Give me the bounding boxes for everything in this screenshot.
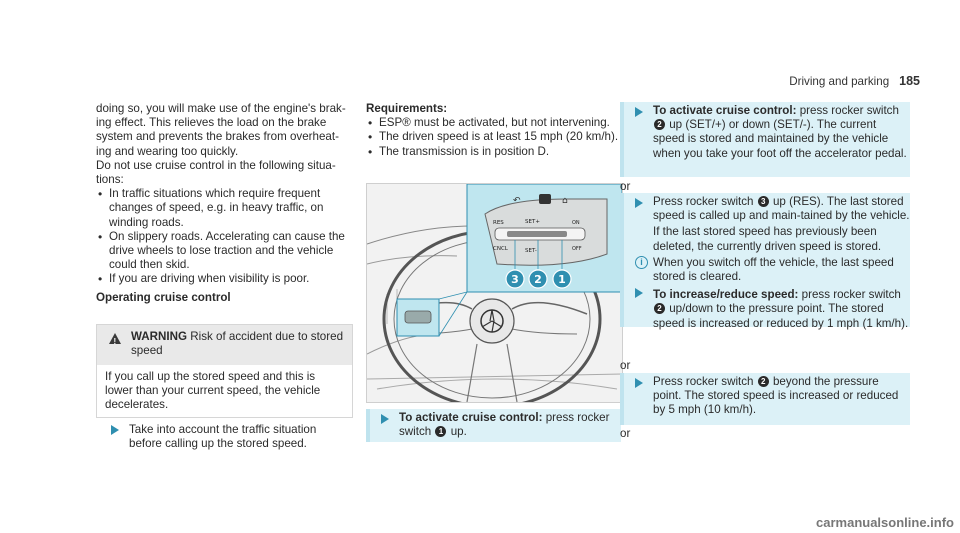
- or-separator: or: [620, 427, 631, 440]
- set-plus-label: SET+: [525, 219, 540, 225]
- situations-list: In traffic situations which require freq…: [96, 187, 352, 287]
- or-separator: or: [620, 359, 631, 372]
- warning-label: WARNING: [131, 330, 188, 343]
- paragraph-do-not-use: Do not use cruise control in the followi…: [96, 158, 336, 187]
- warning-header: ! WARNING Risk of accident due to stored…: [97, 325, 352, 365]
- section-title: Driving and parking: [789, 75, 890, 88]
- arrow-right-icon: [635, 378, 643, 388]
- callout-number: 3: [757, 196, 769, 207]
- steering-wheel-illustration: ↶ ⌂ RES SET+ ON CNCL SET- OFF 3 2 1: [366, 183, 623, 403]
- warning-triangle-icon: !: [109, 333, 121, 346]
- list-item: If you are driving when visibility is po…: [96, 272, 352, 286]
- warning-title: Risk of accident due to stored speed: [131, 330, 344, 358]
- watermark-footer: carmanualsonline.info: [0, 512, 960, 533]
- instruction-resume: Press rocker switch 3 up (RES). The last…: [620, 193, 910, 330]
- set-minus-label: SET-: [525, 248, 537, 254]
- steering-wheel-drawing: ↶ ⌂ RES SET+ ON CNCL SET- OFF 3 2 1: [367, 184, 622, 402]
- column-middle: Requirements: ESP® must be activated, bu…: [366, 102, 622, 159]
- svg-text:2: 2: [534, 273, 542, 286]
- callout-2: 2: [528, 269, 548, 289]
- off-label: OFF: [572, 246, 582, 252]
- page-header: Driving and parking 185: [789, 74, 920, 88]
- list-item: The driven speed is at least 15 mph (20 …: [366, 130, 622, 144]
- svg-text:3: 3: [511, 273, 519, 286]
- arrow-right-icon: [635, 198, 643, 208]
- watermark-text: carmanualsonline.info: [816, 515, 954, 530]
- svg-text:1: 1: [558, 273, 566, 286]
- instruction-pressure-point: Press rocker switch 2 beyond the pressur…: [620, 373, 910, 425]
- or-separator: or: [620, 180, 631, 193]
- callout-3: 3: [505, 269, 525, 289]
- callout-number: 2: [654, 119, 665, 131]
- arrow-right-icon: [635, 288, 643, 299]
- info-icon: i: [635, 255, 648, 269]
- instruction-activate-2: To activate cruise control: press rocker…: [620, 102, 910, 177]
- callout-number: 2: [654, 303, 665, 315]
- note: i When you switch off the vehicle, the l…: [635, 255, 910, 284]
- section-heading: Operating cruise control: [96, 290, 231, 304]
- cncl-label: CNCL: [493, 246, 509, 252]
- svg-text:⌂: ⌂: [562, 196, 568, 206]
- column-left: doing so, you will make use of the engin…: [96, 102, 352, 305]
- instruction-activate-1: To activate cruise control: press rocker…: [366, 409, 621, 443]
- requirements-title: Requirements:: [366, 102, 448, 115]
- callout-number: 1: [435, 426, 447, 438]
- warning-step: Take into account the traffic situation …: [111, 423, 344, 451]
- list-item: ESP® must be activated, but not interven…: [366, 116, 622, 130]
- arrow-right-icon: [381, 414, 389, 424]
- arrow-right-icon: [111, 424, 119, 435]
- res-label: RES: [493, 220, 504, 226]
- callout-number: 2: [757, 376, 769, 387]
- list-item: The transmission is in position D.: [366, 145, 622, 159]
- warning-body: If you call up the stored speed and this…: [105, 370, 321, 412]
- list-item: On slippery roads. Accelerating can caus…: [96, 230, 352, 273]
- arrow-right-icon: [635, 107, 643, 117]
- warning-box: ! WARNING Risk of accident due to stored…: [96, 324, 353, 450]
- requirements-list: ESP® must be activated, but not interven…: [366, 116, 622, 159]
- list-item: In traffic situations which require freq…: [96, 187, 352, 230]
- on-label: ON: [572, 220, 580, 226]
- page-number: 185: [899, 74, 920, 88]
- svg-text:↶: ↶: [513, 196, 521, 206]
- callout-1: 1: [552, 269, 572, 289]
- paragraph-engine-braking: doing so, you will make use of the engin…: [96, 102, 346, 158]
